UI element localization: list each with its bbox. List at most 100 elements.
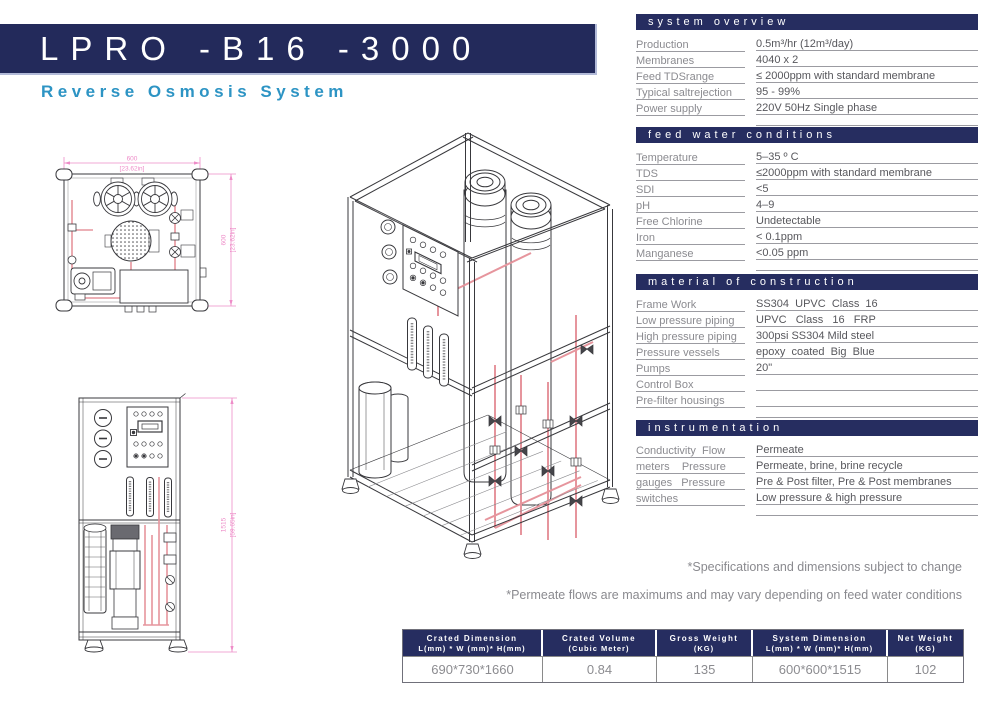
table-row: Membranes 4040 x 2 [636, 51, 978, 68]
valves [67, 209, 196, 265]
section-header: instrumentation [636, 420, 978, 436]
prefilter-housing [358, 381, 409, 479]
dimension-label: 600 [127, 156, 138, 163]
spec-label: TDS [636, 165, 745, 181]
column-subtitle: (KG) [915, 643, 936, 653]
spec-value: ≤2000ppm with standard membrane [756, 164, 978, 180]
table-row: Low pressure piping UPVC Class 16 FRP [636, 311, 978, 328]
dimension-label: 1515 [221, 517, 228, 532]
table-row: Pre-filter housings [636, 391, 978, 408]
dimension-label: [23.62in] [120, 166, 145, 173]
spec-value: UPVC Class 16 FRP [756, 311, 978, 327]
spec-value: SS304 UPVC Class 16 [756, 295, 978, 311]
spec-value: <0.05 ppm [756, 244, 978, 260]
title-banner: LPRO -B16 -3000 [0, 24, 597, 75]
valves [488, 344, 594, 507]
spec-value: 4–9 [756, 196, 978, 212]
column-header: Gross Weight(KG) [657, 630, 753, 656]
column-header: Crated Volume(Cubic Meter) [543, 630, 657, 656]
table-row: High pressure piping 300psi SS304 Mild st… [636, 327, 978, 344]
column-subtitle: (Cubic Meter) [568, 643, 630, 653]
column-value: 690*730*1660 [403, 656, 543, 682]
spec-label: SDI [636, 181, 745, 197]
isometric-view-drawing [341, 132, 620, 559]
table-row: Power supply 220V 50Hz Single phase [636, 99, 978, 116]
spec-label: Temperature [636, 149, 745, 165]
feet [341, 478, 620, 559]
dimension-label: [23.62in] [230, 227, 237, 252]
table-row: Pressure vessels epoxy coated Big Blue [636, 343, 978, 360]
flow-meters [126, 476, 172, 518]
column-title: System Dimension [772, 633, 867, 643]
spec-label: High pressure piping [636, 328, 745, 344]
spec-rows: Temperature 5–35 º C TDS ≤2000ppm with sta… [636, 148, 978, 271]
tail-line [756, 115, 978, 126]
dimension-label: 600 [221, 234, 228, 245]
column-title: Gross Weight [669, 633, 739, 643]
control-box-footprint [119, 269, 189, 304]
control-panel [126, 406, 169, 468]
product-subtitle: Reverse Osmosis System [41, 82, 348, 101]
spec-label: Feed TDSrange [636, 68, 745, 84]
column-subtitle: L(mm) * W (mm)* H(mm) [765, 643, 874, 653]
spec-label: Power supply [636, 100, 745, 116]
spec-label: Iron [636, 229, 745, 245]
flow-meters [407, 317, 449, 387]
spec-label: Pre-filter housings [636, 392, 745, 408]
pump-stack [109, 524, 141, 630]
spec-value: epoxy coated Big Blue [756, 343, 978, 359]
spec-label: Typical saltrejection [636, 84, 745, 100]
spec-value: ≤ 2000ppm with standard membrane [756, 67, 978, 83]
control-panel [402, 224, 459, 317]
spec-label: Control Box [636, 376, 745, 392]
column-title: Crated Dimension [426, 633, 518, 643]
table-row: TDS ≤2000ppm with standard membrane [636, 164, 978, 181]
filter-housing [83, 523, 107, 614]
spec-value: 0.5m³/hr (12m³/day) [756, 35, 978, 51]
table-row: Manganese<0.05 ppm [636, 244, 978, 261]
column-value: 0.84 [543, 656, 657, 682]
table-column: Crated Volume(Cubic Meter) 0.84 [543, 630, 657, 682]
pump-wheel [93, 181, 178, 217]
valves [163, 532, 177, 612]
spec-value: 300psi SS304 Mild steel [756, 327, 978, 343]
spec-label: Free Chlorine [636, 213, 745, 229]
spec-value: 220V 50Hz Single phase [756, 99, 978, 115]
table-row: Iron < 0.1ppm [636, 228, 978, 245]
spec-value: 4040 x 2 [756, 51, 978, 67]
spec-value: < 0.1ppm [756, 228, 978, 244]
spec-label: Pressure vessels [636, 344, 745, 360]
spec-label: Pumps [636, 360, 745, 376]
frame [347, 132, 613, 543]
base-slats [368, 431, 598, 536]
spec-value: 20" [756, 359, 978, 375]
front-view-drawing: 1515 [59.65in] [78, 393, 237, 653]
pump-assembly [70, 267, 116, 301]
column-value: 102 [888, 656, 963, 682]
table-row: Typical saltrejection 95 - 99% [636, 83, 978, 100]
column-subtitle: (KG) [693, 643, 715, 653]
spec-value: 5–35 º C [756, 148, 978, 164]
table-row: Pumps 20" [636, 359, 978, 376]
section-header: system overview [636, 14, 978, 30]
column-subtitle: L(mm) * W (mm)* H(mm) [418, 643, 526, 653]
spec-value: 95 - 99% [756, 83, 978, 99]
pipe-lines [143, 477, 169, 626]
spec-label: Membranes [636, 52, 745, 68]
spec-label: Low pressure piping [636, 312, 745, 328]
